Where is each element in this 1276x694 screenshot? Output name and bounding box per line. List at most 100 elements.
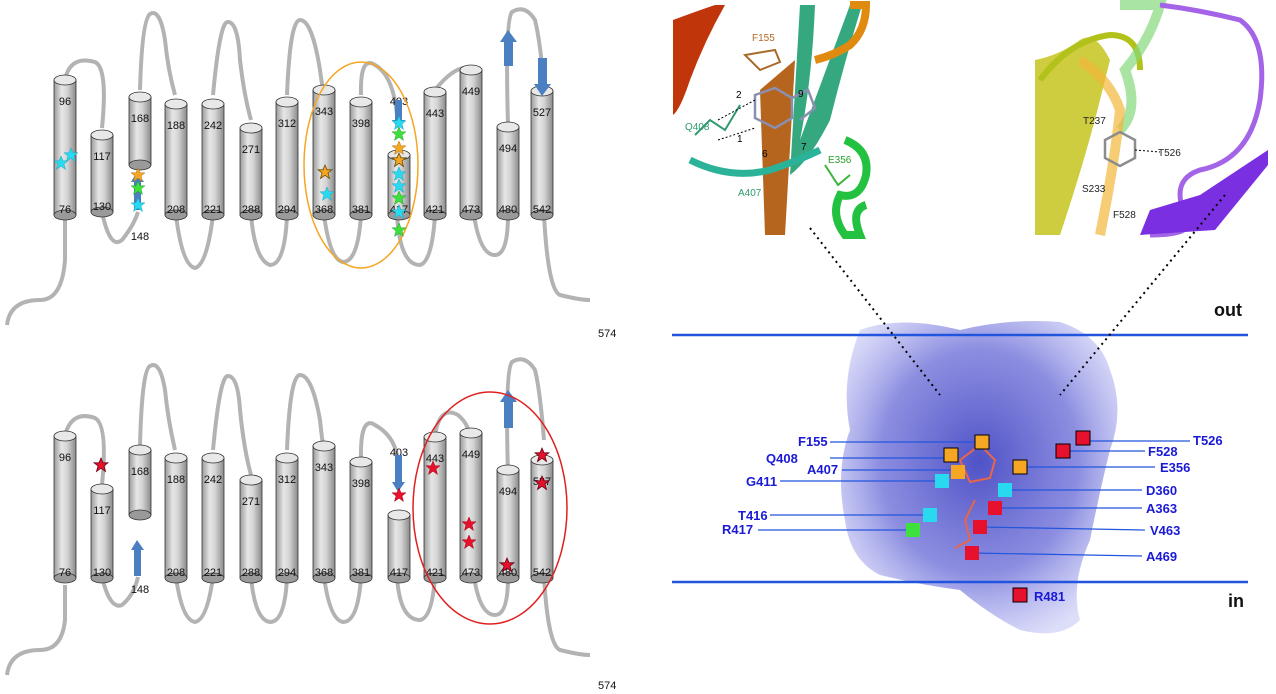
helix-start-label: 117 — [93, 505, 111, 517]
c-terminus-label: 574 — [598, 328, 616, 340]
helix-start-label: 312 — [278, 118, 296, 130]
helix-end-label: 76 — [59, 204, 71, 216]
topology-diagram-top: 9676117130168148188208242221271288312294… — [5, 7, 616, 340]
helix-cap-top — [459, 64, 483, 76]
helix-end-label: 294 — [278, 204, 296, 216]
helix-end-label: 381 — [352, 567, 370, 579]
ligand-bonds — [1103, 130, 1137, 168]
helix-cap-bottom — [239, 572, 263, 584]
helix-end-label: 368 — [315, 567, 333, 579]
helix-start-label: 449 — [462, 86, 480, 98]
label-2: 2 — [736, 90, 742, 101]
arrow-head-up — [131, 540, 144, 550]
ribbon-helix — [673, 5, 725, 115]
helix-cap-bottom — [496, 572, 520, 584]
helix-end-label: 208 — [167, 204, 185, 216]
label-6: 6 — [762, 149, 768, 160]
label-f528: F528 — [1113, 210, 1136, 221]
label-t526: T526 — [1158, 148, 1181, 159]
residue-square — [943, 447, 959, 463]
helix-start-label: 343 — [315, 462, 333, 474]
helix-start-label: 188 — [167, 474, 185, 486]
helix-start-label: 398 — [352, 118, 370, 130]
helix-cylinder — [239, 127, 263, 216]
helix-end-label: 421 — [426, 204, 444, 216]
arrow-head-down — [534, 84, 551, 96]
helix-start-label: 443 — [426, 108, 444, 120]
helix-cylinder — [90, 488, 114, 579]
helix-end-label: 148 — [131, 584, 149, 596]
residue-label-r417: R417 — [722, 522, 753, 537]
residue-square — [1012, 459, 1028, 475]
helix-cap-top — [164, 452, 188, 464]
hbond — [1134, 149, 1161, 153]
residue-label-a363: A363 — [1146, 501, 1177, 516]
helix-end-label: 381 — [352, 204, 370, 216]
helix-cap-top — [128, 444, 152, 456]
highlight-ellipse — [303, 61, 419, 269]
helix-start-label: 312 — [278, 474, 296, 486]
ribbon-green — [1116, 0, 1167, 134]
helix-end-label: 294 — [278, 567, 296, 579]
helix-end-label: 421 — [426, 567, 444, 579]
residue-square — [974, 434, 990, 450]
residue-square — [1075, 430, 1091, 446]
helix-start-label: 117 — [93, 151, 111, 163]
helix-end-label: 473 — [462, 204, 480, 216]
ligand-bonds — [753, 86, 817, 130]
highlight-ellipse — [412, 391, 568, 625]
helix-start-label: 168 — [131, 466, 149, 478]
helix-cap-top — [53, 430, 77, 442]
helix-cap-bottom — [201, 572, 225, 584]
helix-cap-bottom — [239, 209, 263, 221]
ribbon-strand — [760, 60, 795, 235]
helix-start-label: 271 — [242, 144, 260, 156]
helix-cap-bottom — [423, 209, 447, 221]
helix-cap-bottom — [530, 572, 554, 584]
helix-cap-top — [423, 86, 447, 98]
helix-end-label: 417 — [390, 567, 408, 579]
helix-cap-bottom — [128, 159, 152, 171]
residue-label-v463: V463 — [1150, 523, 1180, 538]
helix-start-label: 449 — [462, 449, 480, 461]
leader-line — [971, 552, 1143, 557]
helix-end-label: 288 — [242, 567, 260, 579]
helix-cap-top — [459, 427, 483, 439]
residue-square — [906, 523, 920, 537]
helix-end-label: 130 — [93, 201, 111, 213]
helix-cylinder — [128, 96, 152, 166]
helix-cylinder — [496, 126, 520, 216]
helix-cap-top — [349, 456, 373, 468]
label-q408: Q408 — [685, 122, 710, 133]
residue-square — [951, 465, 965, 479]
helix-cap-bottom — [312, 209, 336, 221]
helix-end-label: 76 — [59, 567, 71, 579]
helix-end-label: 221 — [204, 204, 222, 216]
helix-start-label: 188 — [167, 120, 185, 132]
helix-cap-bottom — [164, 572, 188, 584]
arrow-head-up — [500, 30, 517, 42]
helix-cap-top — [90, 129, 114, 141]
c-terminus-label: 574 — [598, 680, 616, 692]
helix-cap-bottom — [349, 572, 373, 584]
helix-start-label: 96 — [59, 96, 71, 108]
helix-start-label: 271 — [242, 496, 260, 508]
arrow-shaft — [134, 180, 141, 210]
helix-cap-bottom — [530, 209, 554, 221]
residue-square — [988, 501, 1002, 515]
helix-cap-bottom — [312, 572, 336, 584]
helix-cap-top — [201, 98, 225, 110]
helix-start-label: 242 — [204, 474, 222, 486]
helix-cap-top — [496, 121, 520, 133]
residue-square — [973, 520, 987, 534]
helix-start-label: 443 — [426, 453, 444, 465]
residue-square — [1012, 587, 1028, 603]
residue-label-f155: F155 — [798, 434, 828, 449]
helix-cap-bottom — [349, 209, 373, 221]
helix-cap-top — [53, 74, 77, 86]
label-t237: T237 — [1083, 116, 1106, 127]
hbond — [717, 99, 756, 121]
helix-end-label: 130 — [93, 567, 111, 579]
helix-end-label: 288 — [242, 204, 260, 216]
helix-cap-top — [312, 84, 336, 96]
